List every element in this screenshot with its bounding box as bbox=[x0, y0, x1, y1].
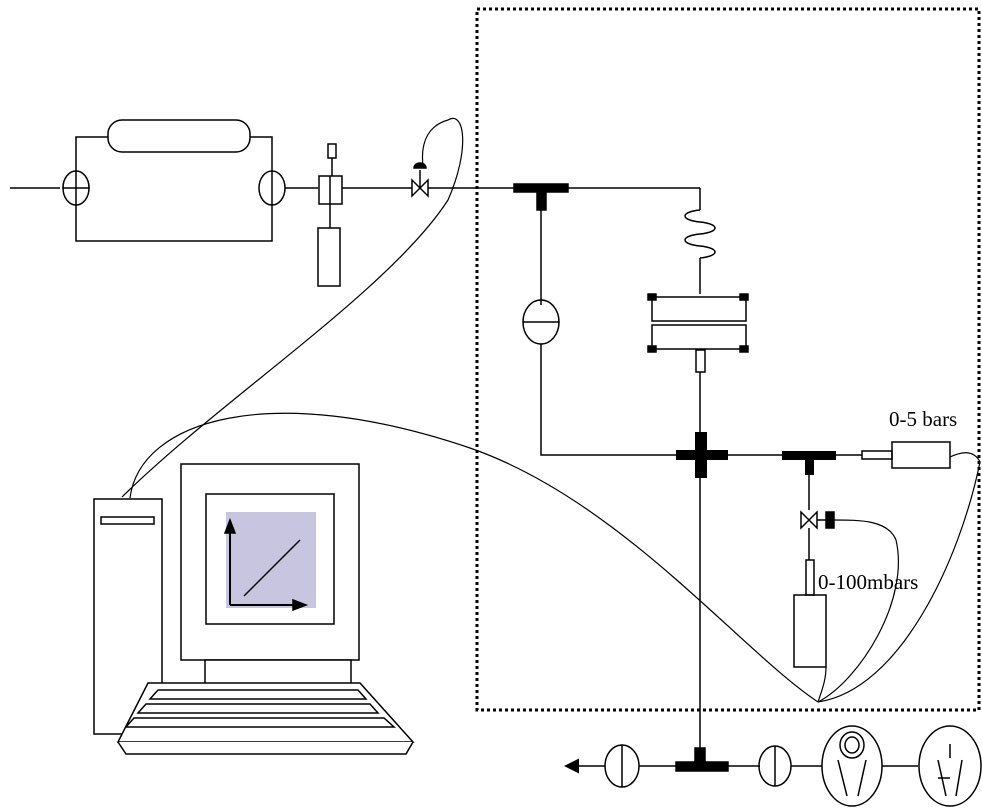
cable-valve-to-computer bbox=[121, 117, 464, 498]
keyboard-icon bbox=[116, 682, 415, 755]
bellows-icon bbox=[684, 209, 716, 259]
exhaust-filter-icon bbox=[604, 744, 640, 788]
enclosure-boundary bbox=[475, 7, 981, 712]
cross-fitting bbox=[676, 432, 728, 478]
right-check-valve-icon bbox=[258, 170, 286, 206]
gas-supply bbox=[10, 119, 500, 287]
rotary-pump-icon bbox=[918, 725, 982, 807]
screen-plot-area bbox=[226, 512, 316, 608]
cable-low-sensor-out bbox=[817, 666, 827, 703]
high-pressure-gauge-label: 0-5 bars bbox=[889, 407, 957, 431]
inline-flow-meter-icon bbox=[522, 299, 560, 345]
pressure-sensor-low-icon bbox=[793, 559, 827, 668]
manifold bbox=[500, 183, 951, 762]
turbo-pump-icon bbox=[821, 725, 883, 807]
low-pressure-gauge-label: 0-100mbars bbox=[818, 570, 918, 594]
vacuum-line bbox=[564, 725, 982, 807]
cable-high-sensor bbox=[817, 452, 981, 703]
sample-cell-icon bbox=[647, 293, 749, 373]
cable-low-sensor bbox=[817, 519, 899, 703]
cable-computer-to-sensors bbox=[129, 412, 819, 703]
pressure-sensor-high-icon bbox=[861, 441, 951, 469]
signal-cables bbox=[121, 117, 981, 703]
isolation-valve-icon bbox=[800, 510, 835, 560]
valve-bottom-icon bbox=[758, 745, 792, 787]
left-check-valve-icon bbox=[62, 170, 90, 206]
monitor-icon bbox=[180, 463, 360, 685]
gas-cylinder-icon bbox=[107, 119, 251, 153]
computer bbox=[93, 463, 415, 755]
pressure-regulator-icon bbox=[317, 143, 412, 287]
